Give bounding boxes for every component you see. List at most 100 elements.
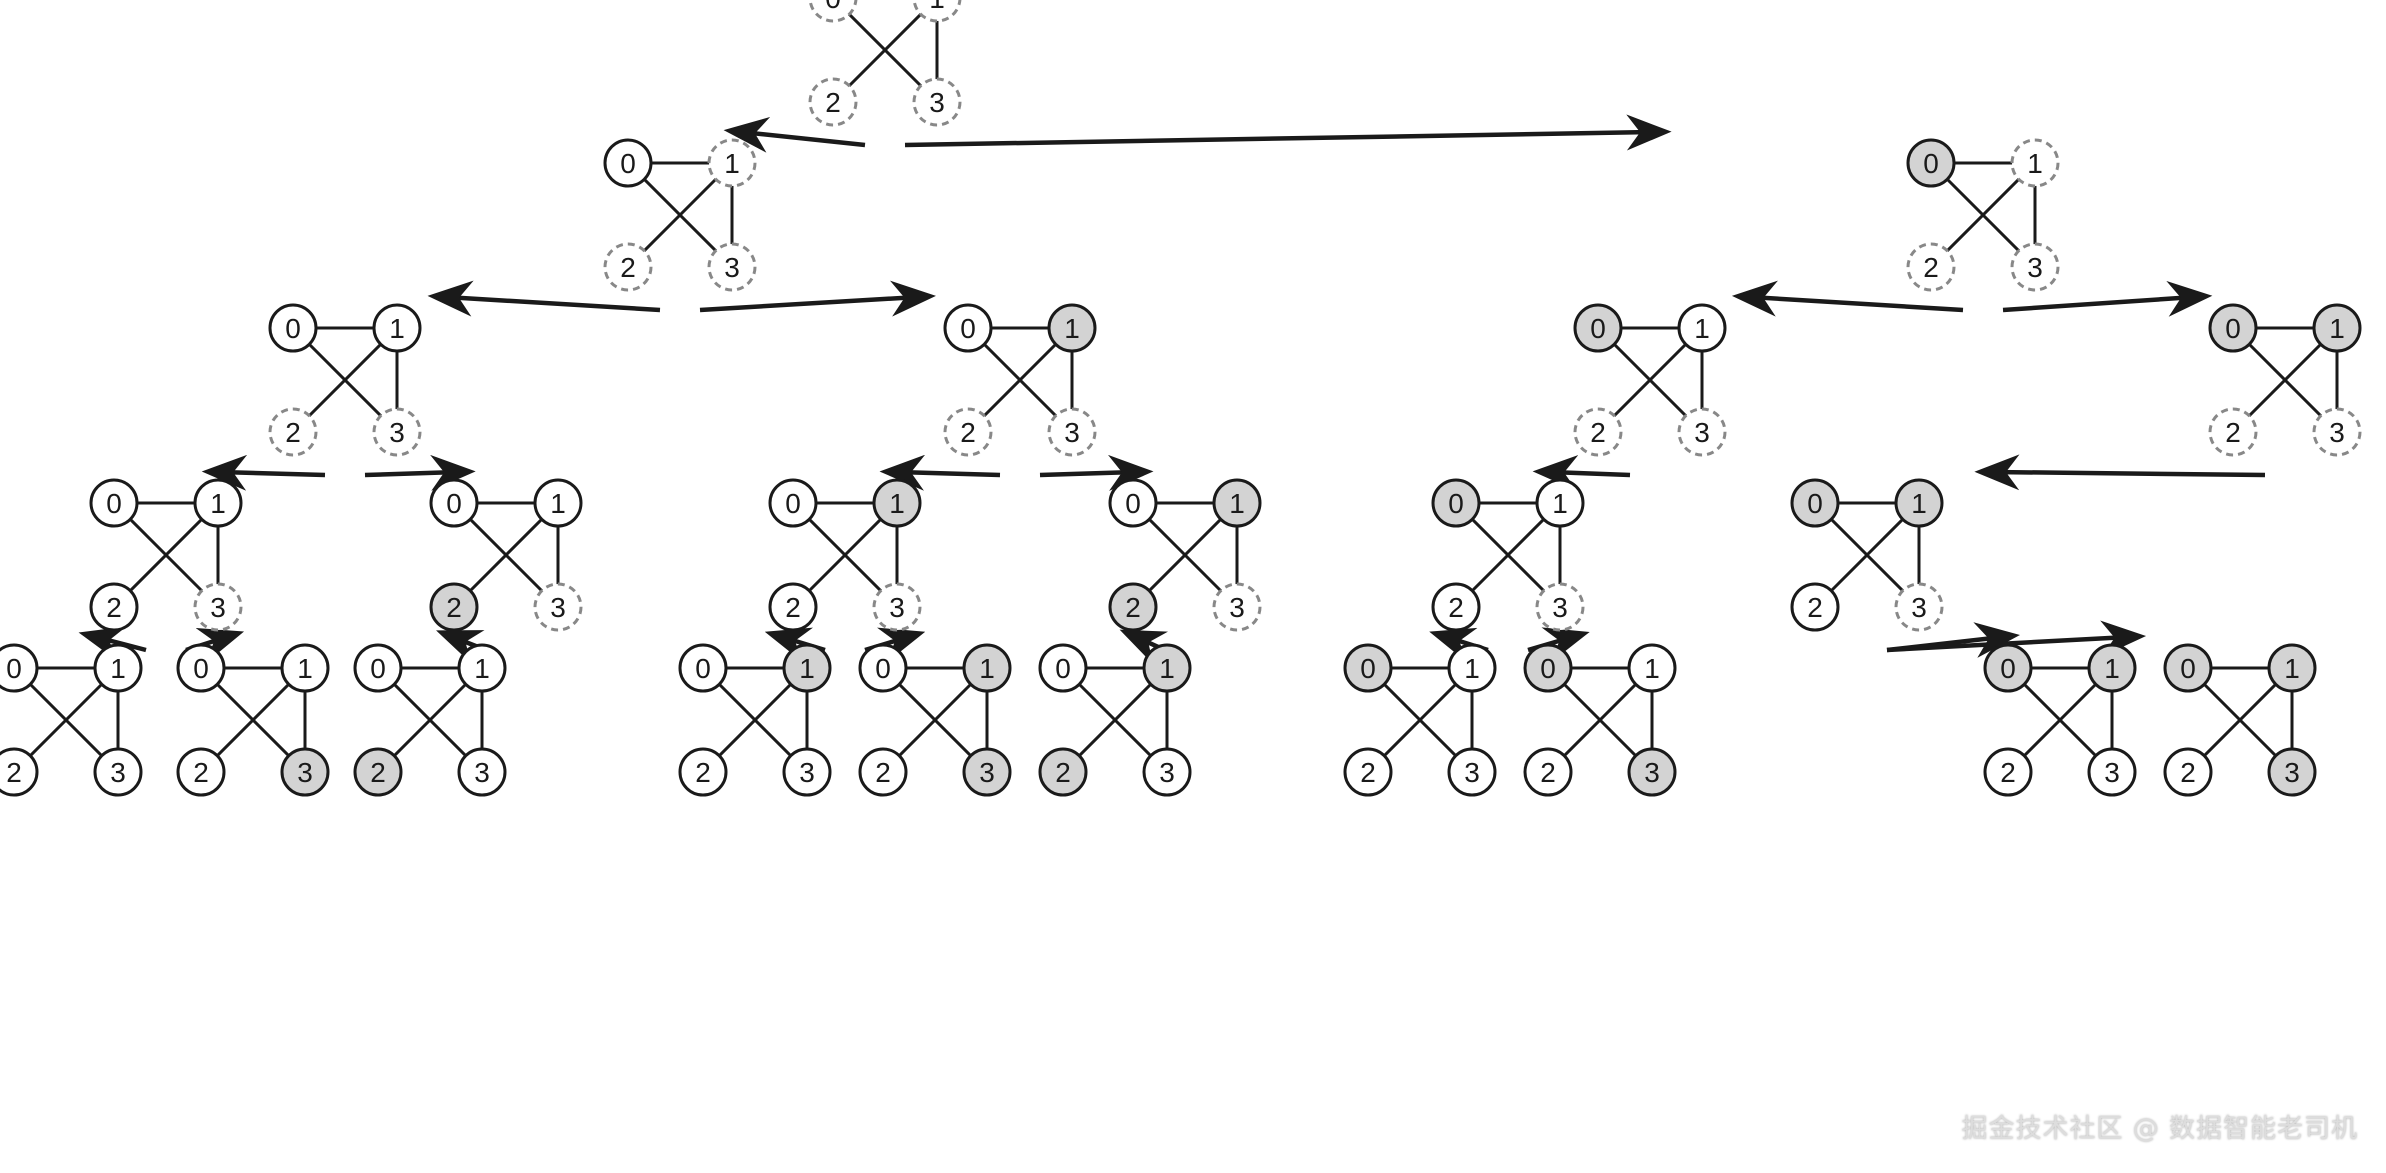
vertex-label-0: 0 xyxy=(1360,653,1376,684)
vertex-label-3: 3 xyxy=(110,757,126,788)
vertex-label-2: 2 xyxy=(695,757,711,788)
vertex-label-1: 1 xyxy=(1911,488,1927,519)
vertex-3-included xyxy=(962,747,1012,797)
vertex-label-3: 3 xyxy=(2284,757,2300,788)
vertex-0-excluded xyxy=(0,643,39,693)
vertex-label-2: 2 xyxy=(960,417,976,448)
vertex-label-0: 0 xyxy=(1807,488,1823,519)
vertex-label-0: 0 xyxy=(193,653,209,684)
vertex-3-undecided xyxy=(1047,407,1097,457)
vertex-1-included xyxy=(782,643,832,693)
graph-edge-1-2 xyxy=(112,501,220,609)
vertex-0-included xyxy=(2163,643,2213,693)
vertex-label-3: 3 xyxy=(889,592,905,623)
vertex-label-1: 1 xyxy=(1159,653,1175,684)
vertex-label-0: 0 xyxy=(6,653,22,684)
vertex-label-0: 0 xyxy=(2000,653,2016,684)
vertex-label-0: 0 xyxy=(1590,313,1606,344)
vertex-label-3: 3 xyxy=(929,87,945,118)
vertex-label-0: 0 xyxy=(370,653,386,684)
vertex-2-excluded xyxy=(1523,747,1573,797)
vertex-label-3: 3 xyxy=(1064,417,1080,448)
vertex-2-excluded xyxy=(1790,582,1840,632)
vertex-label-0: 0 xyxy=(2180,653,2196,684)
arrow-a0-to-a01 xyxy=(364,454,476,491)
vertex-1-undecided xyxy=(707,138,757,188)
vertex-label-2: 2 xyxy=(370,757,386,788)
vertex-label-1: 1 xyxy=(1464,653,1480,684)
vertex-0-excluded xyxy=(176,643,226,693)
vertex-3-undecided xyxy=(1212,582,1262,632)
vertex-3-excluded xyxy=(2087,747,2137,797)
vertex-label-3: 3 xyxy=(474,757,490,788)
graph-edge-1-2 xyxy=(1131,501,1239,609)
vertex-2-included xyxy=(1108,582,1158,632)
graph-edge-1-2 xyxy=(2006,666,2114,774)
vertex-label-0: 0 xyxy=(1540,653,1556,684)
vertex-label-0: 0 xyxy=(2225,313,2241,344)
vertex-3-undecided xyxy=(2010,242,2060,292)
vertex-0-excluded xyxy=(89,478,139,528)
graph-edge-1-2 xyxy=(291,326,399,434)
arrow-a-to-a0 xyxy=(427,280,661,317)
graph-edge-1-2 xyxy=(1813,501,1921,609)
vertex-0-included xyxy=(2208,303,2258,353)
vertex-3-undecided xyxy=(1894,582,1944,632)
vertex-label-3: 3 xyxy=(1911,592,1927,623)
vertex-2-undecided xyxy=(603,242,653,292)
vertex-1-excluded xyxy=(193,478,243,528)
vertex-label-2: 2 xyxy=(875,757,891,788)
vertex-2-excluded xyxy=(0,747,39,797)
vertex-0-included xyxy=(1790,478,1840,528)
vertex-label-2: 2 xyxy=(285,417,301,448)
vertex-label-0: 0 xyxy=(825,0,841,14)
vertex-label-1: 1 xyxy=(1644,653,1660,684)
vertex-2-excluded xyxy=(678,747,728,797)
vertex-3-excluded xyxy=(457,747,507,797)
vertex-label-2: 2 xyxy=(2000,757,2016,788)
vertex-label-1: 1 xyxy=(210,488,226,519)
vertex-1-included xyxy=(2312,303,2362,353)
vertex-2-included xyxy=(1038,747,1088,797)
vertex-3-undecided xyxy=(872,582,922,632)
vertex-label-2: 2 xyxy=(1923,252,1939,283)
vertex-3-included xyxy=(2267,747,2317,797)
arrow-root-to-b xyxy=(904,114,1672,151)
vertex-label-0: 0 xyxy=(1125,488,1141,519)
vertex-2-included xyxy=(429,582,479,632)
vertex-1-excluded xyxy=(1627,643,1677,693)
arrow-b1-to-b10 xyxy=(1974,454,2266,491)
vertex-label-2: 2 xyxy=(193,757,209,788)
vertex-1-excluded xyxy=(1535,478,1585,528)
graph-edge-1-2 xyxy=(376,666,484,774)
vertex-label-2: 2 xyxy=(785,592,801,623)
vertex-0-excluded xyxy=(858,643,908,693)
arrow-b0-to-b00 xyxy=(1532,455,1631,492)
vertex-label-0: 0 xyxy=(1923,148,1939,179)
vertex-0-included xyxy=(1523,643,1573,693)
vertex-1-excluded xyxy=(93,643,143,693)
vertex-1-included xyxy=(2087,643,2137,693)
vertex-label-1: 1 xyxy=(297,653,313,684)
vertex-label-1: 1 xyxy=(799,653,815,684)
vertex-1-excluded xyxy=(1677,303,1727,353)
vertex-2-excluded xyxy=(858,747,908,797)
graph-edge-1-2 xyxy=(1454,501,1562,609)
vertex-label-0: 0 xyxy=(1448,488,1464,519)
vertex-label-3: 3 xyxy=(1159,757,1175,788)
graph-edge-1-2 xyxy=(452,501,560,609)
vertex-label-3: 3 xyxy=(1464,757,1480,788)
vertex-label-1: 1 xyxy=(1694,313,1710,344)
graph-edge-1-2 xyxy=(199,666,307,774)
graph-edge-1-2 xyxy=(1061,666,1169,774)
